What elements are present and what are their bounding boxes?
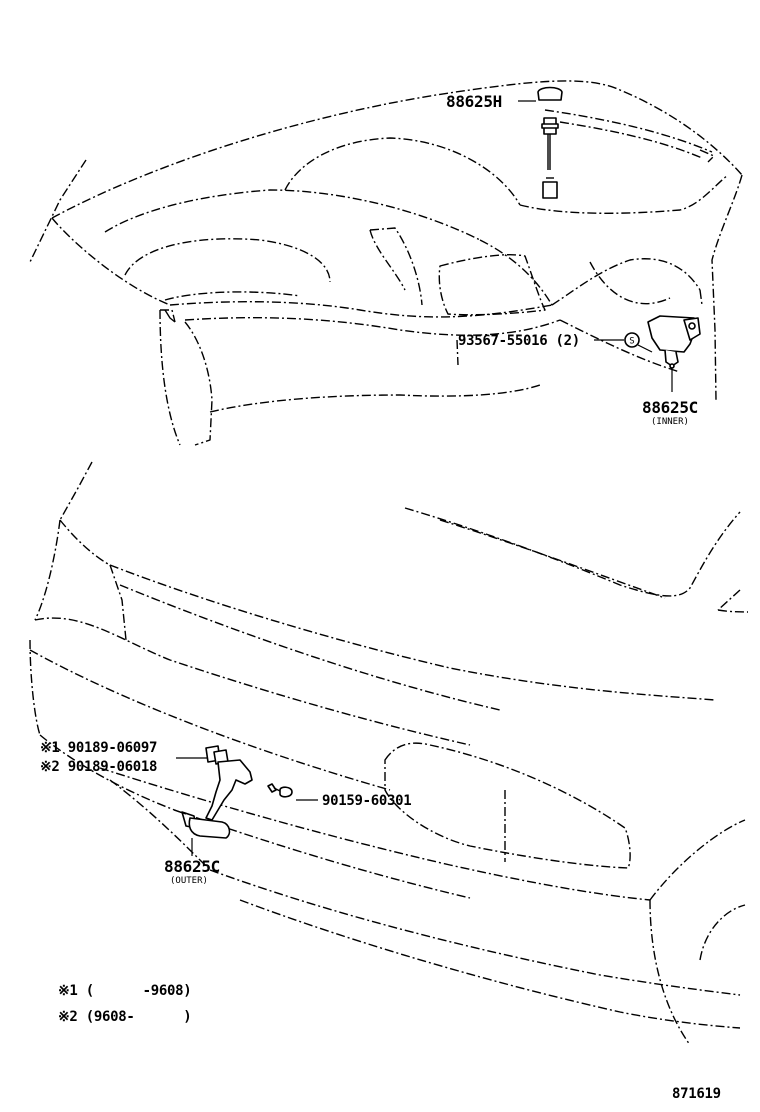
note-2: ※2 (9608- ) <box>58 1009 191 1025</box>
label-88625H: 88625H <box>446 92 502 111</box>
leader-93567-b <box>637 344 653 353</box>
sensor-88625H <box>537 86 563 199</box>
label-outer-note: (OUTER) <box>170 876 208 886</box>
diagram-number: 871619 <box>672 1086 721 1102</box>
label-88625C-outer: 88625C <box>164 857 220 876</box>
label-90189-06097: ※1 90189-06097 <box>40 740 157 756</box>
sensor-88625C-inner <box>647 315 701 369</box>
label-inner-note: (INNER) <box>651 417 689 427</box>
label-90159-60301: 90159-60301 <box>322 793 411 809</box>
s-marker-label: S <box>629 337 634 347</box>
label-90189-06018: ※2 90189-06018 <box>40 759 157 775</box>
instrument-panel-outline <box>29 80 743 446</box>
sensor-88625C-outer <box>173 745 293 839</box>
front-bumper-outline <box>29 461 749 1046</box>
label-88625C-inner: 88625C <box>642 398 698 417</box>
s-marker-circle <box>624 332 640 348</box>
note-1: ※1 ( -9608) <box>58 983 191 999</box>
label-93567: 93567-55016 (2) <box>458 333 580 349</box>
